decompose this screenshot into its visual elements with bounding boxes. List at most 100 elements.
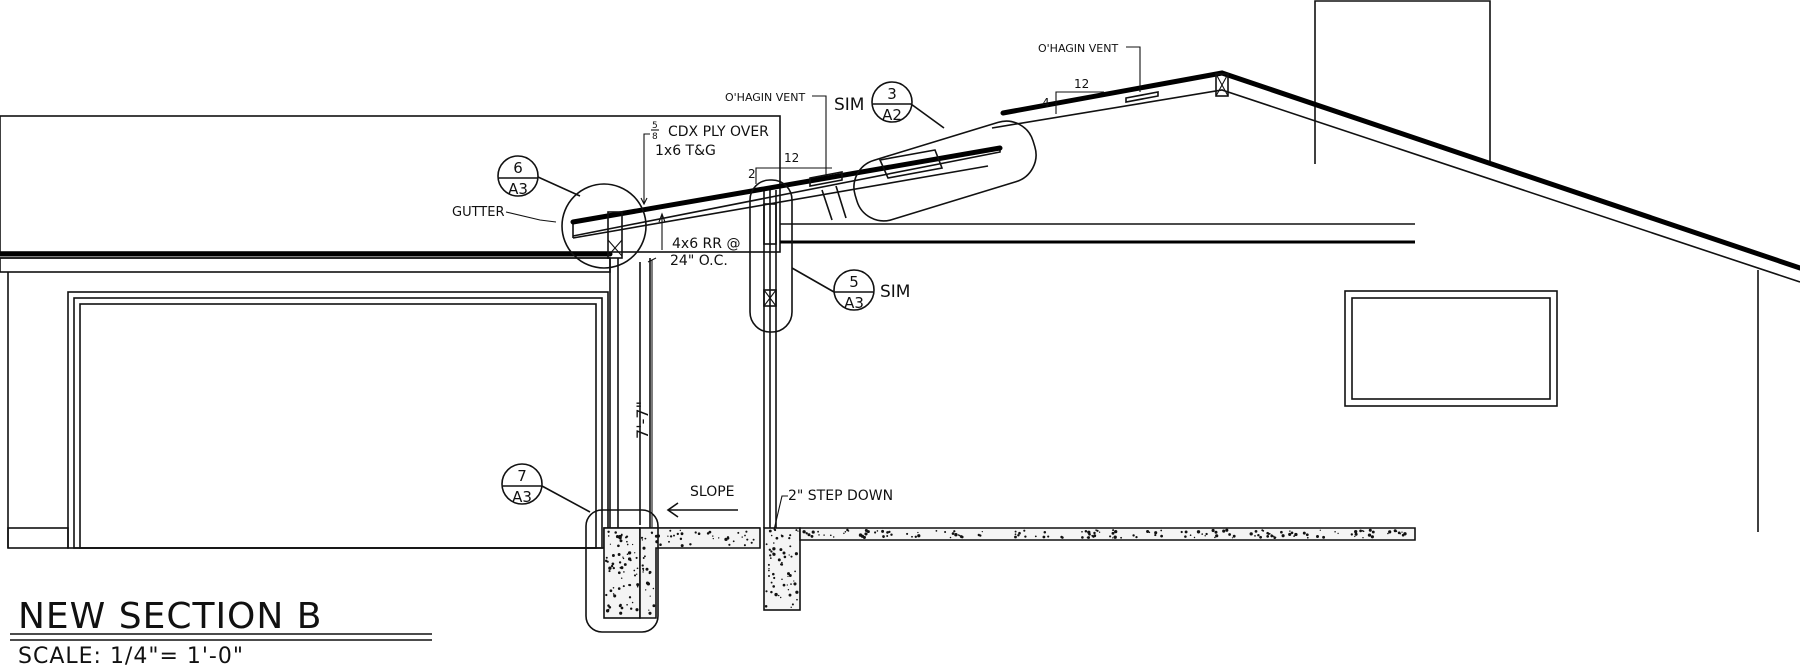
concrete-speckle <box>802 530 806 534</box>
concrete-speckle <box>619 611 623 615</box>
concrete-speckle <box>1254 535 1256 537</box>
concrete-speckle <box>1014 533 1017 536</box>
concrete-speckle <box>610 564 614 568</box>
concrete-speckle <box>1180 530 1183 534</box>
concrete-speckle <box>772 552 776 556</box>
concrete-speckle <box>888 530 891 534</box>
concrete-speckle <box>607 608 610 611</box>
callout-3-a2[interactable]: 3 A2 SIM <box>834 81 945 129</box>
concrete-speckle <box>794 570 796 573</box>
concrete-speckle <box>768 569 770 572</box>
concrete-speckle <box>1387 532 1389 535</box>
house-structure <box>763 0 1800 532</box>
callout-5-number: 5 <box>849 273 859 291</box>
concrete-speckle <box>1367 533 1372 537</box>
concrete-speckle <box>608 566 612 570</box>
concrete-speckle <box>917 534 921 538</box>
concrete-speckle <box>768 529 772 533</box>
concrete-speckle <box>787 575 789 578</box>
concrete-speckle <box>874 531 877 534</box>
concrete-speckle <box>789 545 792 548</box>
callout-6-a3[interactable]: 6 A3 <box>497 155 581 198</box>
concrete-speckle <box>917 531 919 534</box>
concrete-speckle <box>1354 535 1356 538</box>
concrete-speckle <box>605 593 608 597</box>
concrete-speckle <box>790 606 792 609</box>
concrete-speckle <box>1334 530 1336 533</box>
concrete-speckle <box>1359 529 1362 533</box>
concrete-speckle <box>1132 534 1135 537</box>
concrete-speckle <box>752 538 755 541</box>
concrete-speckle <box>1267 532 1270 535</box>
concrete-speckle <box>669 529 672 532</box>
concrete-speckle <box>648 611 652 615</box>
callout-7-a3[interactable]: 7 A3 <box>501 463 591 513</box>
concrete-speckle <box>627 551 632 555</box>
concrete-speckle <box>949 536 952 539</box>
concrete-speckle <box>750 541 753 544</box>
concrete-speckle <box>689 543 692 546</box>
concrete-speckle <box>1081 530 1083 533</box>
concrete-speckle <box>1160 534 1163 538</box>
concrete-speckle <box>1289 530 1291 532</box>
concrete-speckle <box>1096 529 1099 532</box>
concrete-speckle <box>1193 536 1196 539</box>
concrete-speckle <box>843 532 845 535</box>
concrete-speckle <box>1302 531 1306 535</box>
concrete-speckle <box>640 536 644 539</box>
concrete-speckle <box>636 583 640 587</box>
concrete-speckle <box>1087 530 1091 534</box>
ply-fraction-top: 5 <box>652 121 658 131</box>
concrete-speckle <box>1112 529 1115 532</box>
concrete-speckle <box>626 540 628 543</box>
concrete-speckle <box>728 543 731 546</box>
concrete-speckle <box>619 539 623 543</box>
concrete-speckle <box>954 533 958 537</box>
concrete-speckle <box>782 551 786 555</box>
concrete-speckle <box>667 535 669 537</box>
concrete-speckle <box>679 537 683 541</box>
concrete-speckle <box>1272 535 1275 537</box>
concrete-speckle <box>1014 535 1017 539</box>
concrete-speckle <box>886 535 889 537</box>
concrete-speckle <box>617 544 620 548</box>
callout-5-sim: SIM <box>880 282 910 302</box>
concrete-speckle <box>609 543 612 545</box>
concrete-speckle <box>862 535 866 539</box>
chimney <box>1314 0 1491 164</box>
concrete-speckle <box>1354 532 1358 536</box>
concrete-speckle <box>622 556 624 558</box>
concrete-speckle <box>789 534 792 537</box>
concrete-speckle <box>823 534 825 536</box>
ply-note-line1: CDX PLY OVER <box>668 124 769 140</box>
concrete-speckle <box>767 563 770 566</box>
concrete-speckle <box>648 609 650 611</box>
concrete-speckle <box>1294 532 1298 537</box>
concrete-speckle <box>1098 531 1101 533</box>
new-roof-sheathing <box>570 145 1003 225</box>
concrete-speckle <box>641 564 644 567</box>
concrete-speckle <box>744 534 746 537</box>
callout-6-sheet: A3 <box>508 180 528 198</box>
concrete-speckle <box>1225 528 1229 532</box>
concrete-speckle <box>779 596 782 599</box>
foundation <box>603 527 1416 619</box>
concrete-speckle <box>652 587 655 590</box>
concrete-speckle <box>1042 535 1046 539</box>
concrete-speckle <box>618 604 622 608</box>
concrete-speckle <box>1146 529 1150 534</box>
concrete-speckle <box>645 581 650 585</box>
concrete-speckle <box>623 563 627 566</box>
concrete-speckle <box>633 574 637 577</box>
concrete-speckle <box>706 532 710 535</box>
concrete-speckle <box>669 535 673 538</box>
concrete-speckle <box>1184 535 1187 538</box>
concrete-speckle <box>1214 536 1216 539</box>
concrete-speckle <box>1184 530 1188 534</box>
concrete-speckle <box>636 585 639 588</box>
concrete-speckle <box>1061 536 1064 539</box>
vent-right-label: O'HAGIN VENT <box>1038 42 1118 55</box>
concrete-speckle <box>981 530 983 533</box>
callout-5-a3[interactable]: 5 A3 SIM <box>791 267 910 312</box>
concrete-speckle <box>642 571 644 573</box>
